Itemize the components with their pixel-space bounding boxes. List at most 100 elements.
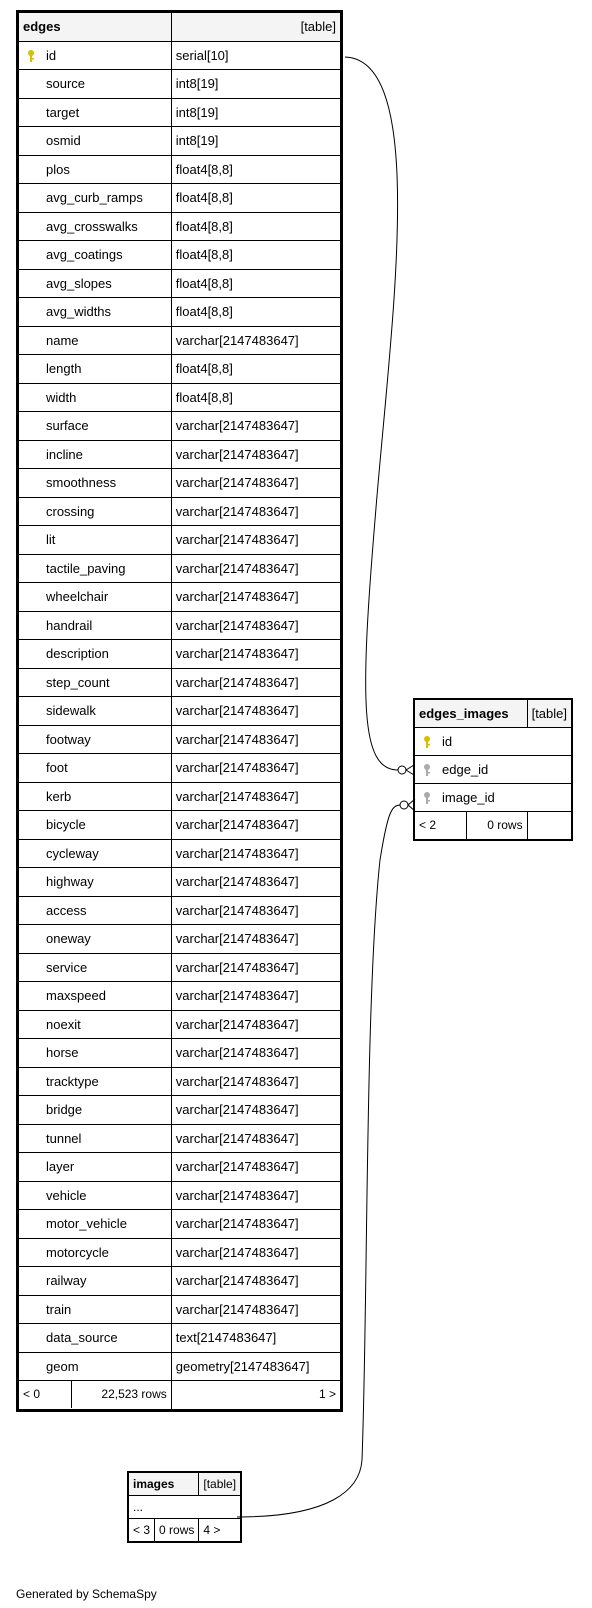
column-name[interactable]: tactile_paving [17,553,172,583]
column-name[interactable]: service [17,952,172,982]
table-name[interactable]: edges_images [413,698,528,728]
column-name[interactable]: surface [17,411,172,441]
column-type: varchar[2147483647] [170,411,343,441]
column-name[interactable]: footway [17,724,172,754]
column-name[interactable]: length [17,354,172,384]
column-name[interactable]: crossing [17,496,172,526]
row-count: 22,523 rows [101,1387,167,1402]
parents-count[interactable]: < 2 [413,811,468,841]
column-name[interactable]: plos [17,154,172,184]
primary-key-icon [28,49,34,62]
column-name[interactable]: sidewalk [17,696,172,726]
column-type: varchar[2147483647] [170,781,343,811]
children-count[interactable]: 4 > [198,1518,242,1543]
column-name[interactable]: access [17,895,172,925]
column-type: varchar[2147483647] [170,724,343,754]
column-name[interactable]: noexit [17,1009,172,1039]
column-name[interactable]: id [17,40,172,70]
table-name-text: edges_images [419,706,509,721]
column-name[interactable]: layer [17,1152,172,1182]
column-type: serial[10] [170,40,343,70]
column-name[interactable]: step_count [17,667,172,697]
column-name[interactable]: railway [17,1266,172,1296]
table-name[interactable]: edges [17,11,172,42]
column-name[interactable]: avg_coatings [17,240,172,270]
column-name[interactable]: edge_id [413,755,573,784]
column-name[interactable]: avg_widths [17,297,172,327]
column-name[interactable]: kerb [17,781,172,811]
column-name[interactable]: oneway [17,924,172,954]
column-name[interactable]: cycleway [17,838,172,868]
column-name[interactable]: foot [17,753,172,783]
column-type: int8[19] [170,126,343,156]
column-name[interactable]: wheelchair [17,582,172,612]
column-name[interactable]: name [17,325,172,355]
column-type: float4[8,8] [170,382,343,412]
column-name[interactable]: motor_vehicle [17,1209,172,1239]
column-name[interactable]: width [17,382,172,412]
column-type: varchar[2147483647] [170,1009,343,1039]
column-name[interactable]: incline [17,439,172,469]
column-name[interactable]: highway [17,867,172,897]
column-name[interactable]: smoothness [17,468,172,498]
table-row: ... [127,1495,242,1519]
column-name[interactable]: motorcycle [17,1237,172,1267]
column-type: varchar[2147483647] [170,1123,343,1153]
column-type: varchar[2147483647] [170,468,343,498]
column-name[interactable]: data_source [17,1323,172,1353]
column-type: varchar[2147483647] [170,895,343,925]
column-type: varchar[2147483647] [170,525,343,555]
column-type: varchar[2147483647] [170,439,343,469]
column-type: varchar[2147483647] [170,1209,343,1239]
column-name[interactable]: horse [17,1038,172,1068]
table-kind: [table] [170,11,343,42]
column-type: float4[8,8] [170,211,343,241]
edge-id-relationship-line [344,56,399,771]
parents-count[interactable]: < 3 [127,1518,156,1543]
column-type: varchar[2147483647] [170,582,343,612]
column-name[interactable]: id [413,727,573,756]
column-type: int8[19] [170,97,343,127]
column-name[interactable]: bridge [17,1095,172,1125]
children-count[interactable]: 1 > [170,1380,343,1411]
column-name[interactable]: target [17,97,172,127]
column-name[interactable]: avg_curb_ramps [17,183,172,213]
column-name[interactable]: image_id [413,783,573,812]
table-footer: < 3 0 rows 4 > [127,1518,242,1543]
column-name[interactable]: avg_slopes [17,268,172,298]
images-table[interactable]: images [table] ... < 3 0 rows 4 > [127,1471,243,1543]
column-name[interactable]: osmid [17,126,172,156]
column-name[interactable]: description [17,639,172,669]
column-name[interactable]: train [17,1294,172,1324]
column-name[interactable]: maxspeed [17,981,172,1011]
children-count[interactable] [526,811,573,841]
column-name[interactable]: lit [17,525,172,555]
parents-count[interactable]: < 0 [19,1381,72,1409]
column-type: float4[8,8] [170,354,343,384]
column-name[interactable]: handrail [17,610,172,640]
column-name[interactable]: avg_crosswalks [17,211,172,241]
foreign-key-icon [424,764,430,776]
column-name[interactable]: source [17,69,172,99]
column-name[interactable]: tracktype [17,1066,172,1096]
column-name[interactable]: tunnel [17,1123,172,1153]
table-name[interactable]: images [127,1471,200,1496]
image-id-optional-marker [399,800,409,810]
column-name[interactable]: geom [17,1351,172,1381]
column-name[interactable]: bicycle [17,810,172,840]
column-name[interactable]: vehicle [17,1180,172,1210]
